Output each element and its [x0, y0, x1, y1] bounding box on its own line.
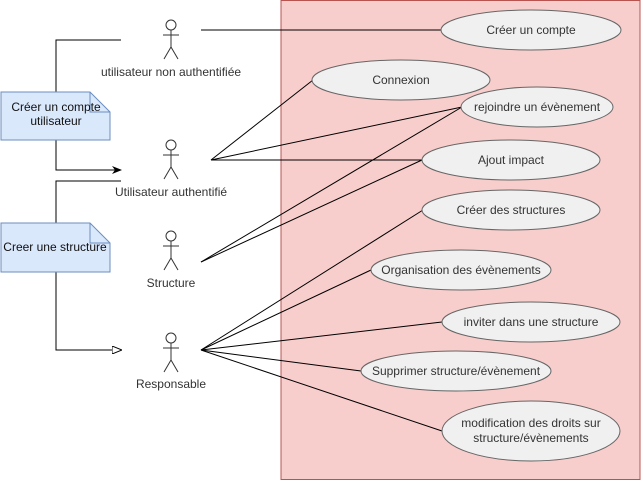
- usecase-connexion-label: Connexion: [372, 73, 429, 87]
- usecase-creer-compte: Créer un compte: [440, 9, 622, 51]
- usecase-creer-compte-label: Créer un compte: [486, 23, 576, 37]
- actor-unauth-label: utilisateur non authentifiée: [101, 65, 241, 79]
- usecase-inviter-label: inviter dans une structure: [464, 315, 599, 329]
- assoc-structure-rejoindre: [200, 106, 463, 263]
- actor-auth: [163, 139, 179, 180]
- assoc-resp-inviter: [200, 321, 443, 351]
- usecase-ajout-impact-label: Ajout impact: [478, 153, 545, 167]
- note-creer-compte-line1: Créer un compte: [11, 100, 101, 114]
- assoc-resp-supprimer: [200, 349, 362, 372]
- actor-structure-label: Structure: [147, 276, 196, 290]
- usecase-supprimer-label: Supprimer structure/évènement: [372, 364, 541, 378]
- actor-responsable-figure-icon: [163, 332, 179, 373]
- note-creer-compte-line2: utilisateur: [30, 114, 81, 128]
- actor-unauth-figure-icon: [163, 19, 179, 60]
- usecase-creer-structures-label: Créer des structures: [457, 203, 566, 217]
- assoc-resp-organisation: [200, 269, 372, 351]
- usecase-creer-structures: Créer des structures: [421, 189, 601, 231]
- usecase-connexion: Connexion: [311, 59, 491, 101]
- usecase-inviter: inviter dans une structure: [441, 301, 621, 343]
- assoc-resp-creer-structures: [200, 209, 424, 351]
- usecase-modification: modification des droits sur structure/év…: [441, 400, 621, 462]
- usecase-organisation-label: Organisation des évènements: [381, 263, 540, 277]
- note-creer-structure-label: Creer une structure: [3, 240, 107, 254]
- usecase-rejoindre: rejoindre un évènement: [460, 86, 614, 128]
- actor-structure: [163, 230, 179, 271]
- usecase-supprimer: Supprimer structure/évènement: [360, 350, 552, 392]
- note-creer-compte: Créer un compte utilisateur: [0, 91, 111, 141]
- usecase-modification-label-line2: structure/évènements: [473, 431, 588, 445]
- associations: [200, 29, 463, 432]
- actor-responsable-label: Responsable: [136, 377, 206, 391]
- actor-responsable: [163, 332, 179, 373]
- assoc-auth-rejoindre: [210, 106, 463, 161]
- actor-unauth: [163, 19, 179, 60]
- note-creer-structure: Creer une structure: [0, 222, 111, 273]
- assoc-auth-connexion: [210, 79, 314, 161]
- usecase-ajout-impact: Ajout impact: [421, 139, 601, 181]
- assoc-resp-modification: [200, 349, 443, 432]
- actor-structure-figure-icon: [163, 230, 179, 271]
- usecase-modification-label-line1: modification des droits sur: [461, 416, 600, 430]
- assoc-structure-ajout-impact: [200, 159, 423, 263]
- usecase-organisation: Organisation des évènements: [370, 249, 552, 291]
- actor-auth-figure-icon: [163, 139, 179, 180]
- usecase-rejoindre-label: rejoindre un évènement: [474, 100, 601, 114]
- actor-auth-label: Utilisateur authentifié: [115, 185, 227, 199]
